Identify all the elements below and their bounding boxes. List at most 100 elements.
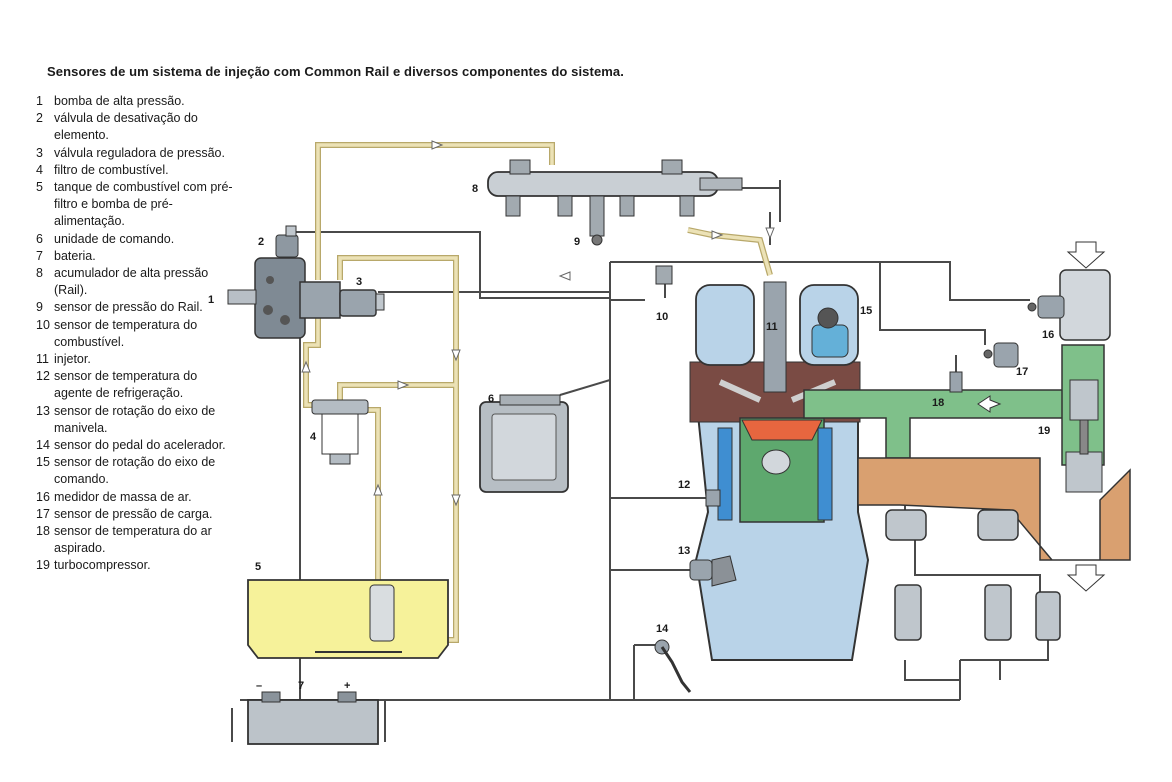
legend-item: 1 bomba de alta pressão. <box>36 93 236 110</box>
legend-text: sensor de temperatura do combustível. <box>54 317 198 349</box>
legend-number: 8 <box>36 266 43 281</box>
callout-15: 15 <box>860 305 872 317</box>
legend-text: sensor do pedal do acelerador. <box>54 438 226 453</box>
callout-3: 3 <box>356 276 362 288</box>
legend-item: 12 sensor de temperatura do agente de ref… <box>36 368 236 402</box>
legend-number: 18 <box>36 524 50 539</box>
legend-number: 6 <box>36 231 43 246</box>
callout-17: 17 <box>1016 366 1028 378</box>
fuel-filter <box>311 399 369 465</box>
callout-10: 10 <box>656 311 668 323</box>
battery <box>247 691 379 745</box>
legend-item: 4 filtro de combustível. <box>36 162 236 179</box>
callout-5: 5 <box>255 561 261 573</box>
legend-text: medidor de massa de ar. <box>54 489 192 504</box>
exhaust-arrow-icon <box>1066 564 1106 592</box>
legend-text: bomba de alta pressão. <box>54 94 185 108</box>
engine-block <box>689 281 870 661</box>
legend-text: acumulador de alta pressão (Rail). <box>54 266 209 298</box>
callout-7: 7 <box>298 680 304 692</box>
legend-number: 10 <box>36 317 50 332</box>
legend-number: 12 <box>36 369 50 384</box>
turbocharger <box>1065 379 1103 493</box>
callout-13: 13 <box>678 545 690 557</box>
legend-item: 6 unidade de comando. <box>36 231 236 248</box>
callout-14: 14 <box>656 623 669 635</box>
callout-2: 2 <box>258 236 264 248</box>
legend-item: 5 tanque de combustível com pré-filtro e … <box>36 179 236 231</box>
legend-text: sensor de pressão de carga. <box>54 506 213 521</box>
legend-text: sensor de rotação do eixo de comando. <box>54 455 216 487</box>
common-rail <box>487 159 743 217</box>
legend-text: filtro de combustível. <box>54 162 169 177</box>
legend-number: 5 <box>36 180 43 195</box>
control-unit <box>479 394 569 493</box>
legend-number: 15 <box>36 455 50 470</box>
legend-number: 16 <box>36 489 50 504</box>
callout-6: 6 <box>488 393 494 405</box>
legend-number: 14 <box>36 438 50 453</box>
rail-pressure-sensor <box>589 195 605 246</box>
callout-4: 4 <box>310 431 317 443</box>
legend-number: 2 <box>36 111 43 126</box>
legend-item: 11 injetor. <box>36 351 236 368</box>
legend-number: 17 <box>36 506 50 521</box>
callout-19: 19 <box>1038 425 1050 437</box>
callout-1: 1 <box>208 294 214 306</box>
legend-number: 9 <box>36 300 43 315</box>
flow-arrows <box>301 140 775 507</box>
fuel-tank <box>247 579 449 659</box>
callout-8: 8 <box>472 183 478 195</box>
legend-text: tanque de combustível com pré-filtro e b… <box>54 180 233 229</box>
callout-9: 9 <box>574 236 580 248</box>
legend-item: 14 sensor do pedal do acelerador. <box>36 437 236 454</box>
air-mass-meter <box>1027 295 1065 319</box>
legend-number: 11 <box>36 352 49 367</box>
boost-pressure-sensor <box>983 342 1019 368</box>
callout-16: 16 <box>1042 329 1054 341</box>
legend-number: 7 <box>36 248 43 263</box>
legend-item: 10 sensor de temperatura do combustível. <box>36 317 236 351</box>
callout-11: 11 <box>766 321 778 333</box>
legend-number: 13 <box>36 403 50 418</box>
exhaust-manifold <box>857 457 1131 561</box>
callout-18: 18 <box>932 397 944 409</box>
legend-number: 1 <box>36 94 43 108</box>
legend-item: 15 sensor de rotação do eixo de comando. <box>36 454 236 488</box>
air-flow-arrow-icon <box>977 395 1002 413</box>
legend-text: sensor de rotação do eixo de manivela. <box>54 403 216 435</box>
legend-item: 13 sensor de rotação do eixo de manivela. <box>36 403 236 437</box>
intake-air-temperature-sensor <box>949 371 963 393</box>
callouts: 1 2 3 4 5 6 7 8 9 10 11 12 13 14 15 16 1… <box>208 183 1054 692</box>
legend-text: turbocompressor. <box>54 558 151 573</box>
callout-12: 12 <box>678 479 690 491</box>
shutoff-valve <box>275 225 299 258</box>
coolant-temperature-sensor <box>705 489 721 507</box>
high-pressure-pump <box>227 257 341 339</box>
legend-text: unidade de comando. <box>54 231 175 246</box>
battery-minus-label: – <box>256 680 262 692</box>
legend-item: 16 medidor de massa de ar. <box>36 489 236 506</box>
accelerator-pedal-sensor <box>654 639 692 693</box>
crankshaft-speed-sensor <box>689 555 737 587</box>
battery-plus-label: + <box>344 680 350 692</box>
legend-text: sensor de pressão do Rail. <box>54 300 203 315</box>
pressure-regulator-valve <box>339 289 385 317</box>
legend-number: 3 <box>36 145 43 160</box>
legend-item: 19 turbocompressor. <box>36 557 236 574</box>
legend-item: 3 válvula reguladora de pressão. <box>36 145 236 162</box>
legend-text: sensor de temperatura do ar aspirado. <box>54 524 212 556</box>
legend-item: 18 sensor de temperatura do ar aspirado. <box>36 523 236 557</box>
legend-text: injetor. <box>54 352 91 367</box>
intake-arrow-icon <box>1066 241 1106 269</box>
legend-item: 8 acumulador de alta pressão (Rail). <box>36 265 236 299</box>
legend-text: sensor de temperatura do agente de refri… <box>54 369 198 401</box>
page-title: Sensores de um sistema de injeção com Co… <box>47 64 624 79</box>
legend-text: válvula reguladora de pressão. <box>54 145 225 160</box>
legend-number: 4 <box>36 162 43 177</box>
legend-item: 9 sensor de pressão do Rail. <box>36 299 236 316</box>
legend-number: 19 <box>36 558 50 573</box>
